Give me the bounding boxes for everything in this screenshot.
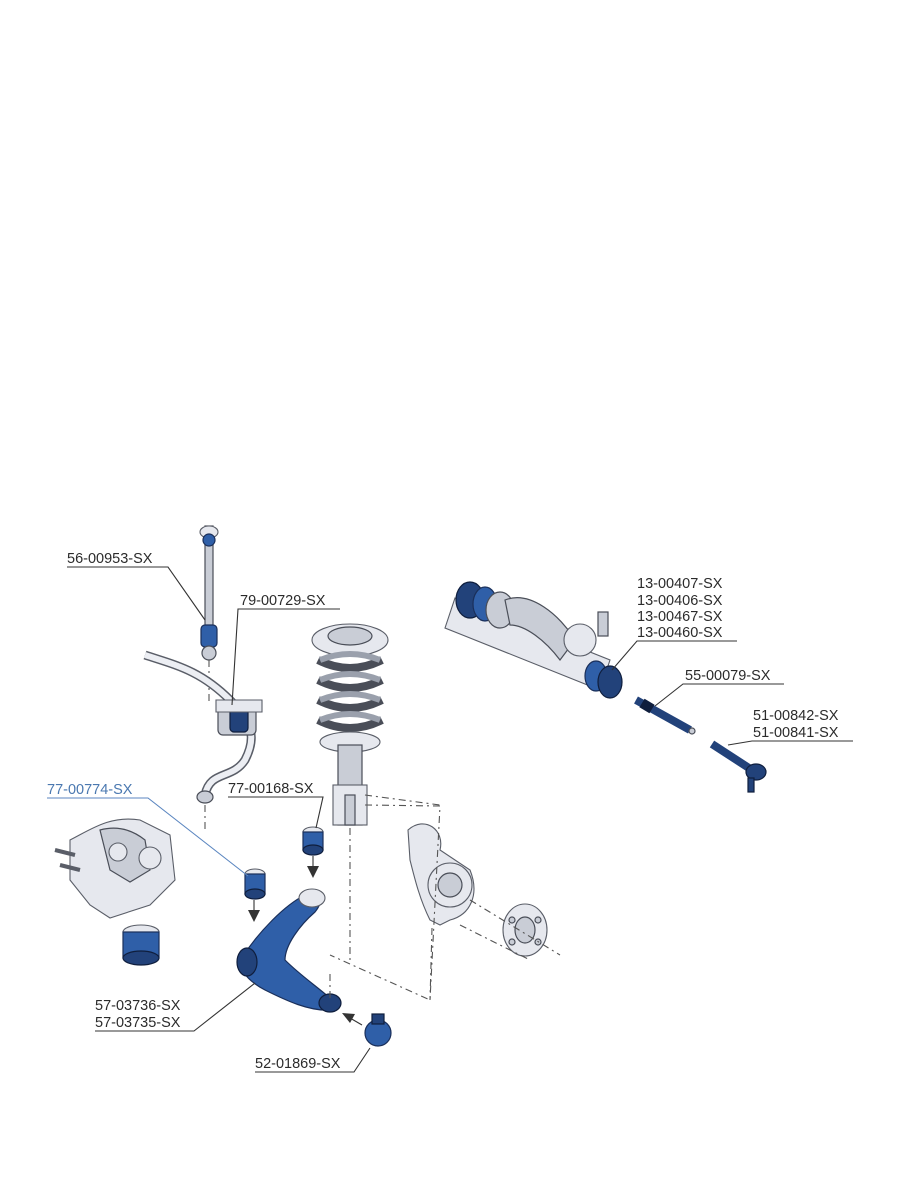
part-label-stabilizer-link: 56-00953-SX xyxy=(67,551,153,567)
leader-line xyxy=(67,566,206,621)
stabilizer-bushing xyxy=(215,699,263,736)
leader-line xyxy=(95,982,256,1032)
part-label-control-arm: 57-03736-SX xyxy=(95,998,181,1014)
wheel-hub xyxy=(502,903,548,957)
leader-line xyxy=(255,1047,371,1073)
subframe-bushing xyxy=(244,868,266,900)
arrow-down-icon xyxy=(307,866,319,878)
leader-line xyxy=(611,640,737,671)
part-label-axial-rod: 55-00079-SX xyxy=(685,668,771,684)
part-label-tie-rod-end: 51-00841-SX xyxy=(753,725,839,741)
part-label-steering-boot: 13-00460-SX xyxy=(637,625,723,641)
part-label-steering-boot: 13-00406-SX xyxy=(637,593,723,609)
part-label-steering-boot: 13-00407-SX xyxy=(637,576,723,592)
stabilizer-link xyxy=(199,525,219,661)
tie-rod-end xyxy=(709,740,767,793)
leader-line xyxy=(231,608,340,706)
part-label-control-arm: 57-03735-SX xyxy=(95,1015,181,1031)
part-label-stabilizer-bushing: 79-00729-SX xyxy=(240,593,326,609)
leader-line xyxy=(47,797,249,877)
leader-line xyxy=(654,683,784,707)
strut-assembly xyxy=(311,623,389,826)
axial-rod xyxy=(634,696,696,735)
subframe-rear-bushing xyxy=(122,924,160,966)
steering-knuckle xyxy=(407,823,475,926)
arrow-left-icon xyxy=(342,1013,355,1023)
steering-rack xyxy=(444,581,623,699)
lower-control-arm xyxy=(236,888,342,1013)
part-label-arm-front-bushing: 77-00168-SX xyxy=(228,781,314,797)
leader-line xyxy=(727,740,853,746)
ball-joint xyxy=(364,1013,392,1047)
arrow-down-icon xyxy=(248,910,260,922)
subframe xyxy=(54,818,176,919)
part-label-subframe-bushing[interactable]: 77-00774-SX xyxy=(47,782,133,798)
part-label-tie-rod-end: 51-00842-SX xyxy=(753,708,839,724)
arm-front-bushing xyxy=(302,826,324,856)
part-label-steering-boot: 13-00467-SX xyxy=(637,609,723,625)
leader-line xyxy=(228,796,324,829)
part-label-ball-joint: 52-01869-SX xyxy=(255,1056,341,1072)
